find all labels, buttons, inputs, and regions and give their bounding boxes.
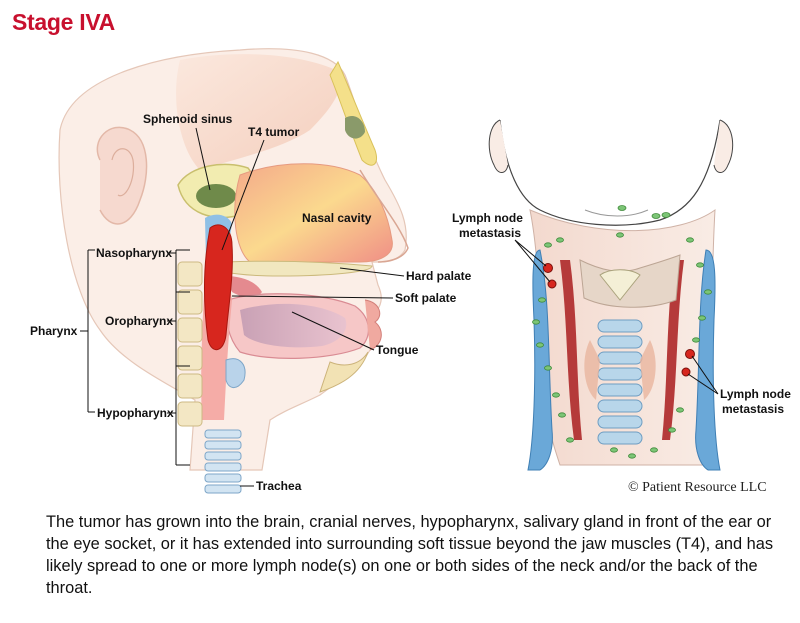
label-oropharynx: Oropharynx (105, 314, 173, 328)
label-pharynx: Pharynx (30, 324, 78, 338)
label-tongue: Tongue (376, 343, 419, 357)
frontal-neck-illustration (488, 119, 734, 471)
label-lymph-right-line2: metastasis (722, 402, 784, 416)
label-sphenoid-sinus: Sphenoid sinus (143, 112, 233, 126)
label-trachea: Trachea (256, 479, 302, 493)
label-lymph-right-line1: Lymph node (720, 387, 791, 401)
label-nasopharynx: Nasopharynx (96, 246, 172, 260)
anatomy-illustration: Sphenoid sinus T4 tumor Nasal cavity Nas… (30, 48, 791, 495)
label-nasal-cavity: Nasal cavity (302, 211, 372, 225)
sagittal-head-illustration (58, 48, 409, 494)
copyright-credit: © Patient Resource LLC (628, 480, 767, 495)
label-t4-tumor: T4 tumor (248, 125, 300, 139)
label-hypopharynx: Hypopharynx (97, 406, 174, 420)
label-lymph-left-line2: metastasis (459, 226, 521, 240)
label-hard-palate: Hard palate (406, 269, 472, 283)
label-lymph-left-line1: Lymph node (452, 211, 523, 225)
stage-title: Stage IVA (12, 9, 115, 35)
stage-description: The tumor has grown into the brain, cran… (46, 513, 774, 597)
label-soft-palate: Soft palate (395, 291, 457, 305)
